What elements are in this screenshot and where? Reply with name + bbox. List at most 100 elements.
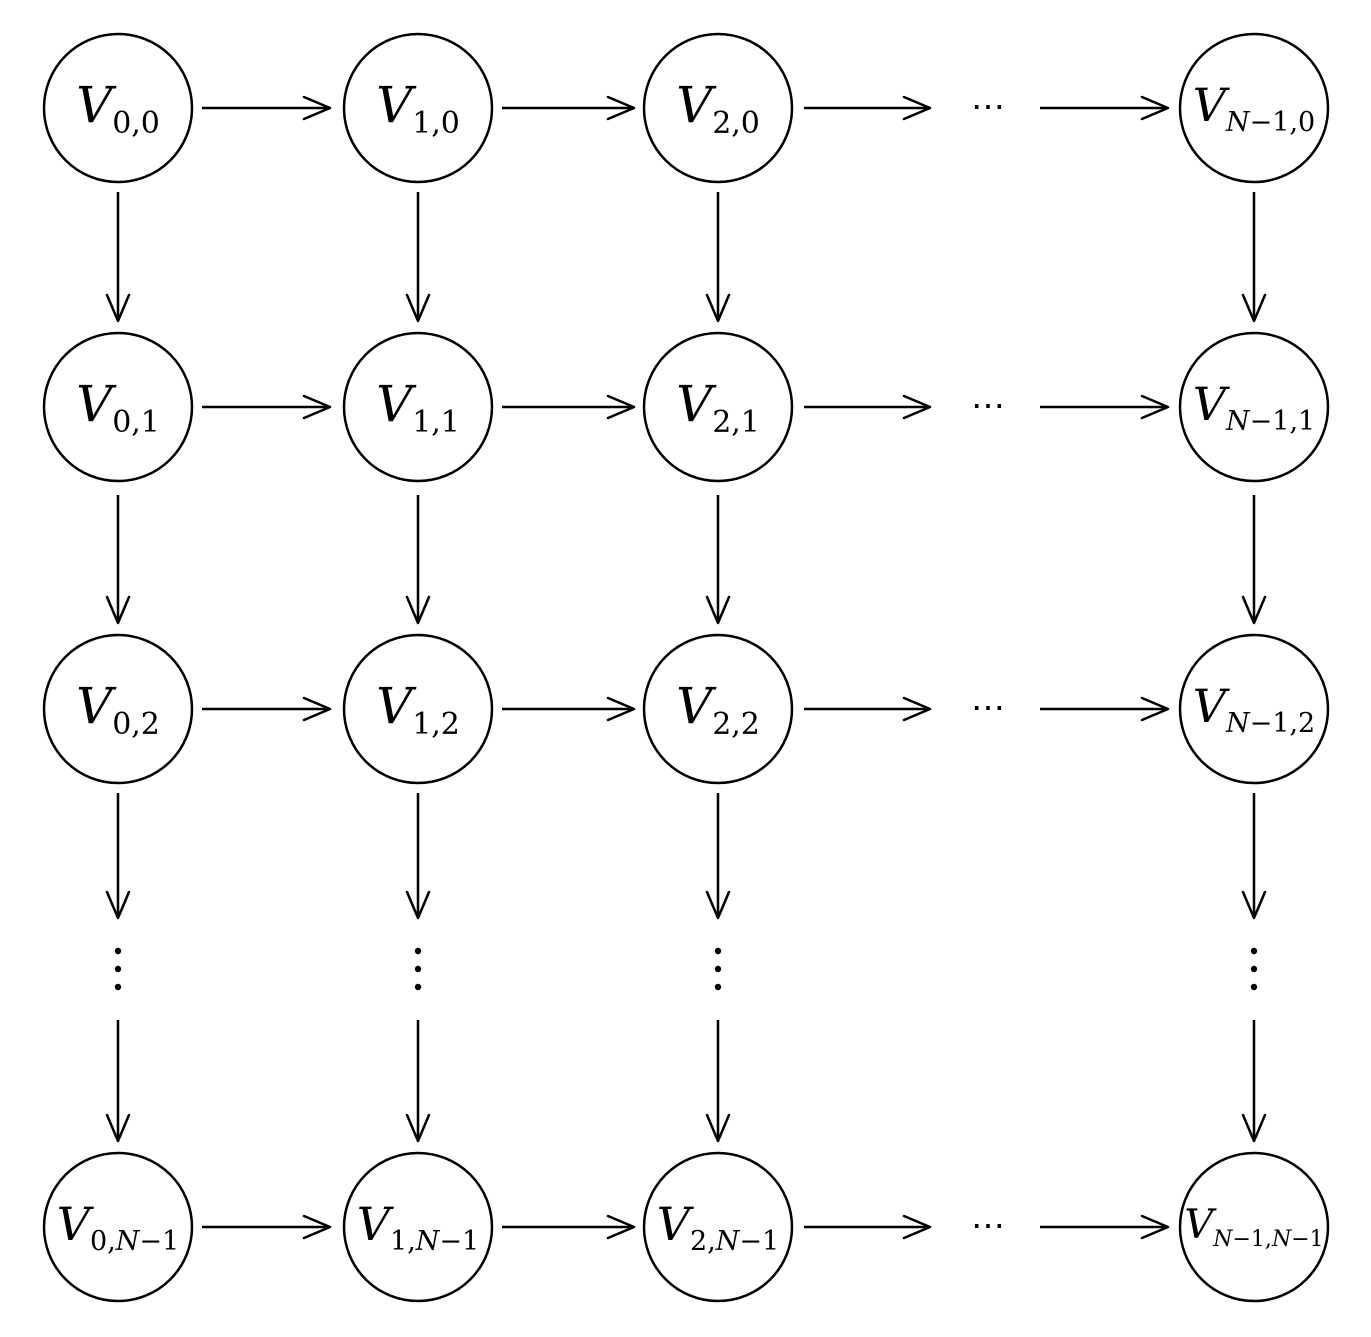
node-circle	[42, 331, 194, 483]
ellipses-layer: ⋯⋯⋯⋯	[114, 87, 1258, 1246]
arrow-head	[606, 95, 636, 121]
arrow-head	[302, 394, 332, 420]
node-v-2-2: V2,2	[642, 633, 794, 785]
node-label-subscript: N	[115, 1226, 141, 1257]
arrow-head	[405, 1113, 431, 1143]
node-circle	[1178, 32, 1330, 184]
horizontal-ellipsis-row3: ⋯	[971, 1206, 1005, 1246]
node-label-main: V	[76, 677, 117, 735]
edge-v-c3-ellipsis-to-last	[1241, 1020, 1267, 1143]
node-v-1-2: V1,2	[342, 633, 494, 785]
edge-v-c1-r0	[405, 192, 431, 323]
arrow-head	[1241, 890, 1267, 920]
ellipsis-dot	[414, 965, 422, 973]
node-label-subscript: N	[1225, 107, 1251, 138]
arrow-head	[1241, 595, 1267, 625]
edge-h-r2-c2-to-ellipsis	[804, 696, 932, 722]
arrow-head	[405, 595, 431, 625]
node-label-subscript: 2,2	[712, 707, 760, 742]
arrow-head	[1140, 394, 1170, 420]
node-label: VN−1,0	[1193, 78, 1315, 138]
node-label: V1,1	[376, 375, 460, 440]
edge-h-r0-c2-to-ellipsis	[804, 95, 932, 121]
node-label-main: V	[76, 76, 117, 134]
node-circle	[342, 633, 494, 785]
edge-v-c2-r2-to-ellipsis	[705, 793, 731, 920]
node-label-subscript: 1,1	[412, 405, 460, 440]
node-label: V0,2	[76, 677, 160, 742]
node-label-subscript: 2,1	[712, 405, 760, 440]
node-circle	[1178, 633, 1330, 785]
edges-layer	[105, 95, 1267, 1240]
node-label-subscript: 0,1	[112, 405, 160, 440]
edge-h-r3-ellipsis-to-last	[1040, 1214, 1170, 1240]
node-v-n1-2: VN−1,2	[1178, 633, 1330, 785]
edge-v-c3-r2-to-ellipsis	[1241, 793, 1267, 920]
node-label: V2,0	[676, 76, 760, 141]
node-label-subscript: N	[1271, 1227, 1292, 1252]
edge-h-r0-c0	[202, 95, 332, 121]
ellipsis-dot	[414, 983, 422, 991]
node-v-0-1: V0,1	[42, 331, 194, 483]
arrow-head	[105, 595, 131, 625]
node-label: V2,N−1	[657, 1197, 779, 1257]
node-label-subscript: 0,2	[112, 707, 160, 742]
node-circle	[342, 1151, 494, 1303]
node-label-subscript: 0,0	[112, 106, 160, 141]
node-label: V1,2	[376, 677, 460, 742]
edge-v-c1-r2-to-ellipsis	[405, 793, 431, 920]
node-circle	[342, 32, 494, 184]
ellipsis-dot	[714, 947, 722, 955]
edge-v-c0-ellipsis-to-last	[105, 1020, 131, 1143]
edge-h-r3-c2-to-ellipsis	[804, 1214, 932, 1240]
edge-h-r2-ellipsis-to-last	[1040, 696, 1170, 722]
arrow-head	[902, 1214, 932, 1240]
ellipsis-dot	[1250, 983, 1258, 991]
node-circle	[642, 1151, 794, 1303]
node-circle	[342, 331, 494, 483]
arrow-head	[105, 890, 131, 920]
node-label-main: V	[376, 375, 417, 433]
edge-h-r0-c1	[502, 95, 636, 121]
node-circle	[642, 32, 794, 184]
edge-h-r1-c0	[202, 394, 332, 420]
node-v-2-n1: V2,N−1	[642, 1151, 794, 1303]
node-label-main: V	[676, 677, 717, 735]
node-label-main: V	[676, 375, 717, 433]
arrow-head	[902, 95, 932, 121]
vertical-ellipsis-col0	[114, 947, 122, 991]
node-label-main: V	[1193, 78, 1231, 132]
node-circle	[642, 331, 794, 483]
edge-v-c2-r1	[705, 495, 731, 625]
edge-v-c1-r1	[405, 495, 431, 625]
arrow-head	[606, 696, 636, 722]
ellipsis-dot	[1250, 947, 1258, 955]
edge-v-c2-ellipsis-to-last	[705, 1020, 731, 1143]
node-label-subscript: −1,2	[1250, 708, 1316, 739]
node-v-1-0: V1,0	[342, 32, 494, 184]
arrow-head	[405, 293, 431, 323]
edge-v-c0-r2-to-ellipsis	[105, 793, 131, 920]
node-label-subscript: −1,1	[1250, 406, 1316, 437]
vertical-ellipsis-col1	[414, 947, 422, 991]
node-label-subscript: −1,0	[1250, 107, 1316, 138]
node-circle	[642, 633, 794, 785]
edge-h-r2-c1	[502, 696, 636, 722]
arrow-head	[302, 1214, 332, 1240]
node-label-subscript: N	[1225, 708, 1251, 739]
node-label: VN−1,N−1	[1184, 1202, 1323, 1252]
arrow-head	[405, 890, 431, 920]
node-label-subscript: N	[1225, 406, 1251, 437]
node-label-main: V	[657, 1197, 695, 1251]
arrow-head	[1140, 696, 1170, 722]
arrow-head	[606, 1214, 636, 1240]
horizontal-ellipsis-row0: ⋯	[971, 87, 1005, 127]
node-label: VN−1,2	[1193, 679, 1315, 739]
node-v-0-0: V0,0	[42, 32, 194, 184]
ellipsis-dot	[1250, 965, 1258, 973]
horizontal-ellipsis-row2: ⋯	[971, 688, 1005, 728]
edge-v-c0-r1	[105, 495, 131, 625]
arrow-head	[606, 394, 636, 420]
